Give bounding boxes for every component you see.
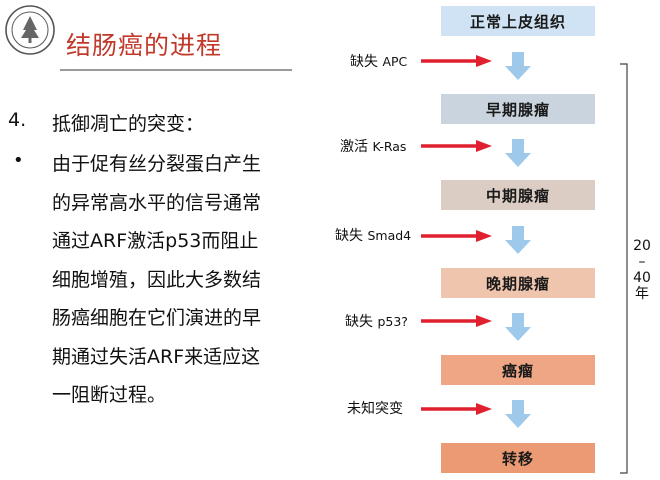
point-heading: 抵御凋亡的突变：: [52, 113, 205, 135]
mutation-label-apc: 缺失 APC: [350, 54, 408, 70]
bullet-marker: •: [13, 150, 24, 171]
mutation-arrow-head: [476, 230, 492, 242]
stage-intermediate-adenoma: 中期腺瘤: [441, 180, 595, 210]
progression-down-arrow: [505, 400, 531, 428]
paragraph-line: 一阻断过程。: [52, 384, 167, 406]
duration-label: 20 – 40 年: [633, 238, 651, 302]
mutation-arrow-head: [476, 55, 492, 67]
paragraph-line: 肠癌细胞在它们演进的早: [52, 307, 262, 329]
mutation-arrow-head: [476, 315, 492, 327]
paragraph-line: 由于促有丝分裂蛋白产生: [52, 153, 262, 175]
paragraph-line: 细胞增殖，因此大多数结: [52, 268, 262, 291]
mutation-label-smad4: 缺失 Smad4: [335, 228, 412, 244]
stage-metastasis: 转移: [441, 443, 595, 473]
title-divider: [60, 69, 292, 71]
stage-late-adenoma: 晚期腺瘤: [441, 268, 595, 298]
progression-down-arrow: [505, 226, 531, 254]
duration-bracket: [620, 63, 628, 474]
paragraph-line: 期通过失活ARF来适应这: [52, 345, 261, 368]
stage-normal-epithelium: 正常上皮组织: [441, 6, 595, 36]
body-paragraph: 由于促有丝分裂蛋白产生 的异常高水平的信号通常 通过ARF激活p53而阻止 细胞…: [52, 145, 310, 415]
mutation-arrow-head: [476, 140, 492, 152]
mutation-label-kras: 激活 K-Ras: [340, 139, 407, 155]
progression-down-arrow: [505, 52, 531, 80]
mutation-arrow-head: [476, 403, 492, 415]
point-number: 4.: [8, 109, 27, 131]
stage-early-adenoma: 早期腺瘤: [441, 94, 595, 124]
university-seal-logo: [5, 5, 55, 55]
stage-carcinoma: 癌瘤: [441, 355, 595, 385]
mutation-label-unknown: 未知突变: [347, 401, 403, 417]
mutation-label-p53: 缺失 p53?: [345, 314, 408, 330]
progression-down-arrow: [505, 313, 531, 341]
progression-down-arrow: [505, 139, 531, 167]
slide-title: 结肠癌的进程: [66, 31, 223, 60]
paragraph-line: 通过ARF激活p53而阻止: [52, 230, 259, 252]
paragraph-line: 的异常高水平的信号通常: [52, 191, 262, 214]
